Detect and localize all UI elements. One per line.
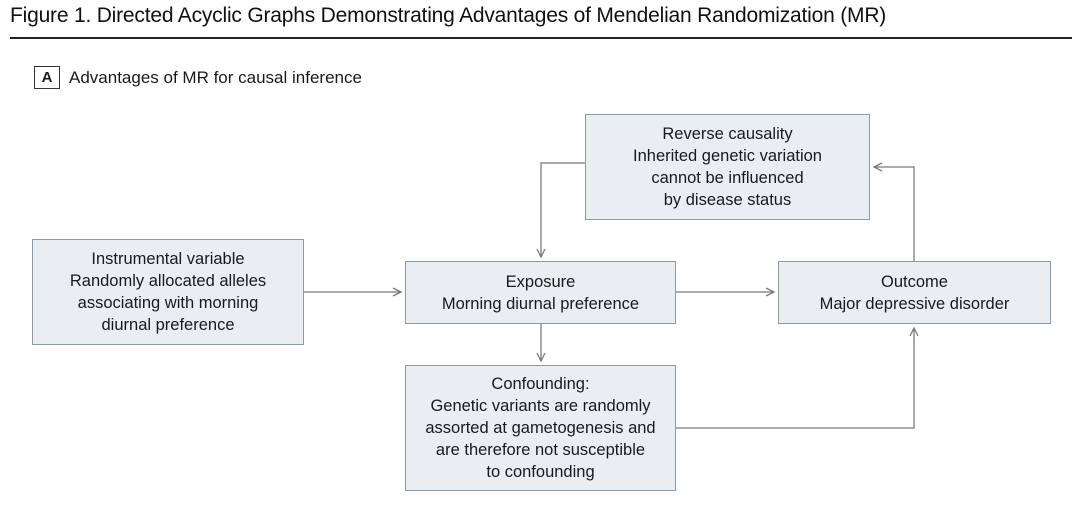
node-text-line: are therefore not susceptible [435,441,646,459]
figure-title: Figure 1. Directed Acyclic Graphs Demons… [10,4,887,27]
node-title: Confounding: [491,375,590,393]
node-text-line: cannot be influenced [651,169,804,187]
node-text-line: by disease status [663,191,792,209]
edge-outcome-to-reverse-causality [874,167,915,261]
title-divider [10,37,1072,39]
edge-confounding-to-outcome [676,328,914,429]
node-title: Reverse causality [662,125,793,143]
node-text-line: Morning diurnal preference [441,294,640,313]
panel-title: Advantages of MR for causal inference [69,68,362,87]
confounding-node: Confounding: Genetic variants are random… [405,365,676,491]
node-text-line: associating with morning [77,294,259,312]
node-title: Outcome [881,272,948,291]
node-text-line: assorted at gametogenesis and [425,419,656,437]
instrumental-variable-node: Instrumental variable Randomly allocated… [32,239,304,345]
node-text-line: Major depressive disorder [819,294,1010,313]
node-title: Instrumental variable [91,250,245,268]
node-text-line: Randomly allocated alleles [69,272,267,290]
panel-label: A [34,66,60,89]
node-text-line: Inherited genetic variation [633,147,822,165]
exposure-node: Exposure Morning diurnal preference [405,261,676,324]
node-text-line: Genetic variants are randomly [430,397,651,415]
node-title: Exposure [505,272,576,291]
reverse-causality-node: Reverse causality Inherited genetic vari… [585,114,870,220]
node-text-line: diurnal preference [101,316,235,334]
outcome-node: Outcome Major depressive disorder [778,261,1051,324]
node-text-line: to confounding [486,463,595,481]
edge-reverse-causality-to-exposure [541,162,585,257]
